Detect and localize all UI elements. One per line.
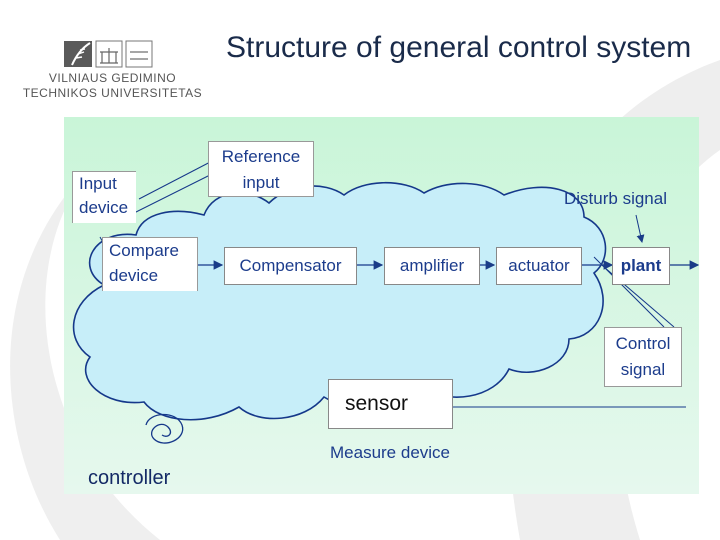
amplifier-block: amplifier	[384, 247, 480, 285]
logo-text-line2: TECHNIKOS UNIVERSITETAS	[22, 86, 203, 100]
controller-spiral	[145, 413, 184, 444]
controller-label: controller	[88, 467, 171, 489]
measure-device-label: Measure device	[330, 443, 451, 462]
actuator-block: actuator	[496, 247, 582, 285]
plant-block: plant	[612, 247, 670, 285]
compare-device-label: Compare device	[102, 237, 198, 291]
slide-title: Structure of general control system	[226, 31, 692, 64]
compensator-block: Compensator	[224, 247, 357, 285]
control-signal-label: Control signal	[604, 327, 682, 387]
logo-text-line1: VILNIAUS GEDIMINO	[48, 71, 177, 85]
reference-input-label: Reference input	[208, 141, 314, 197]
university-logo: VILNIAUS GEDIMINO TECHNIKOS UNIVERSITETA…	[20, 38, 205, 108]
sensor-block: sensor	[328, 379, 453, 429]
diagram-canvas	[64, 117, 699, 494]
input-device-label: Input device	[72, 171, 136, 223]
logo-emblem-icon	[64, 40, 153, 68]
control-system-diagram: Reference input Input device Compare dev…	[64, 117, 699, 494]
disturb-signal-label: Disturb signal	[564, 189, 667, 208]
